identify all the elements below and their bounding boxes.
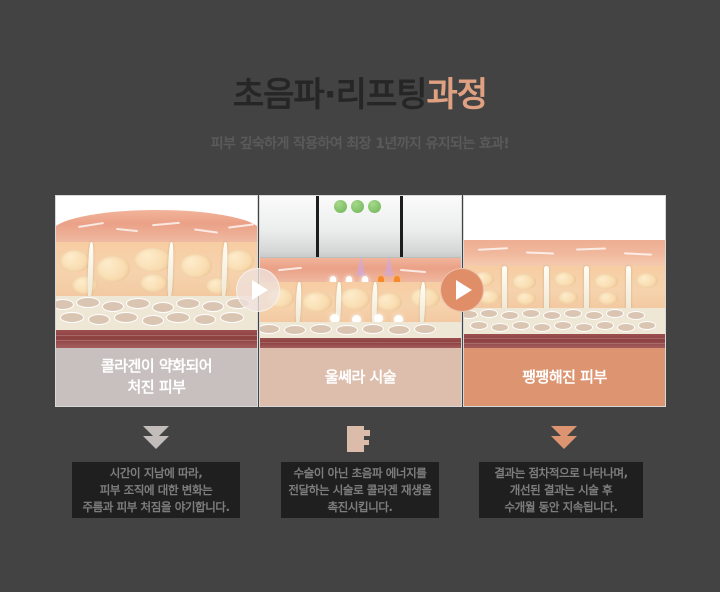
step-line-3: 주름과 피부 처짐을 야기합니다.: [82, 499, 230, 514]
step-line-2: 전달하는 시술로 콜라겐 재생을: [288, 482, 432, 497]
play-triangle-icon: [252, 280, 268, 300]
page-title-main: 초음파·리프팅: [232, 75, 428, 115]
step-line-2: 피부 조직에 대한 변화는: [99, 482, 213, 497]
play-button-1[interactable]: [236, 268, 280, 312]
play-button-2[interactable]: [440, 268, 484, 312]
ultrasound-device: [260, 196, 461, 258]
caption-line-1: 팽팽해진 피부: [522, 367, 607, 386]
page-subtitle: 피부 깊숙하게 작용하여 최장 1년까지 유지되는 효과!: [210, 136, 510, 152]
panel-row: 콜라겐이 약화되어 처진 피부: [55, 195, 666, 407]
panel-after-caption: 팽팽해진 피부: [464, 348, 665, 406]
caption-line-1: 콜라겐이 약화되어: [100, 357, 213, 375]
panel-procedure-caption: 울쎄라 시술: [260, 348, 461, 406]
illustration-tightened-skin: [464, 196, 665, 348]
led-indicator-icon: [334, 200, 347, 213]
led-indicator-icon: [368, 200, 381, 213]
illustration-sagging-skin: [56, 196, 257, 348]
double-chevron-down-icon: [139, 426, 173, 454]
double-chevron-down-icon: [547, 426, 581, 454]
panel-before-caption: 콜라겐이 약화되어 처진 피부: [56, 348, 257, 406]
step-line-3: 촉진시킵니다.: [327, 499, 393, 514]
step-line-2: 개선된 결과는 시술 후: [509, 482, 613, 497]
panel-before[interactable]: 콜라겐이 약화되어 처진 피부: [55, 195, 258, 407]
led-indicator-icon: [351, 200, 364, 213]
step-line-1: 수술이 아닌 초음파 에너지를: [293, 465, 427, 480]
step-line-1: 시간이 지남에 따라,: [109, 465, 203, 480]
step-description-2: 수술이 아닌 초음파 에너지를 전달하는 시술로 콜라겐 재생을 촉진시킵니다.: [281, 462, 439, 518]
play-triangle-icon: [456, 280, 472, 300]
caption-line-2: 처진 피부: [127, 378, 186, 396]
step-description-1: 시간이 지남에 따라, 피부 조직에 대한 변화는 주름과 피부 처짐을 야기합…: [72, 462, 240, 518]
panel-after[interactable]: 팽팽해진 피부: [463, 195, 666, 407]
clipped-chevron-down-icon: [343, 426, 377, 454]
page-title: 초음파·리프팅과정: [0, 73, 720, 117]
step-description-3: 결과는 점차적으로 나타나며, 개선된 결과는 시술 후 수개월 동안 지속됩니…: [479, 462, 643, 518]
page-title-accent: 과정: [426, 75, 489, 115]
step-line-1: 결과는 점차적으로 나타나며,: [494, 465, 628, 480]
step-line-3: 수개월 동안 지속됩니다.: [504, 499, 618, 514]
panel-procedure[interactable]: 울쎄라 시술: [259, 195, 462, 407]
caption-line-1: 울쎄라 시술: [324, 367, 397, 386]
illustration-ulthera-device: [260, 196, 461, 348]
